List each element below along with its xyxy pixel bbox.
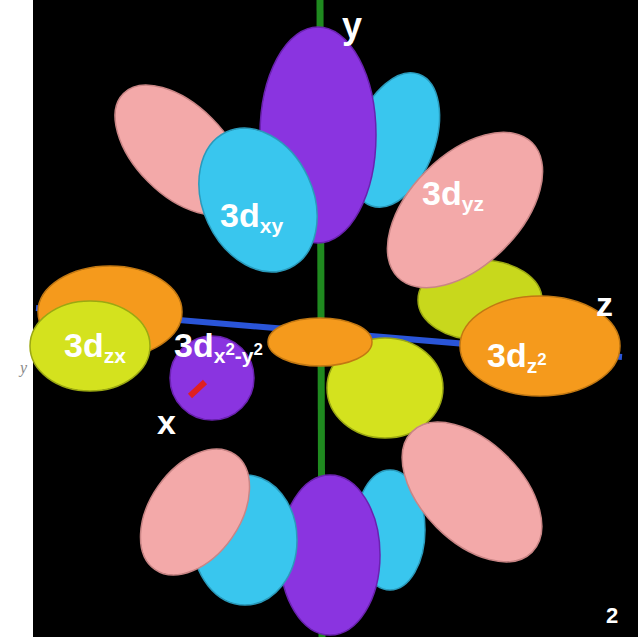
dz2-ring: [268, 318, 372, 366]
subscript: x2-y2: [214, 344, 263, 367]
subscript: zx: [104, 344, 126, 367]
text-part: 3d: [174, 326, 214, 364]
subscript: xy: [260, 214, 283, 237]
superscript: 2: [537, 350, 546, 369]
text-part: 3d: [64, 326, 104, 364]
dxy-lobe: [176, 109, 339, 291]
axis-label: z: [596, 287, 613, 321]
orbital-label: 3dxy: [220, 198, 283, 232]
orbital-label: 3dyz: [422, 176, 484, 210]
text-part: 3d: [220, 196, 260, 234]
orbital-label: 3dzx: [64, 328, 126, 362]
dzx-lobe: [30, 301, 150, 391]
text-part: 3d: [487, 336, 527, 374]
text-part: 3d: [422, 174, 462, 212]
stray-label: y: [20, 360, 27, 376]
dyz-lobe: [377, 397, 568, 588]
axis-label: x: [157, 405, 176, 439]
x-axis: [190, 382, 205, 396]
figure-number: 2: [606, 605, 618, 627]
superscript: 2: [254, 340, 263, 359]
orbital-label: 3dx2-y2: [174, 328, 263, 362]
dyz-lobe: [118, 429, 272, 595]
subscript: z2: [527, 354, 547, 377]
superscript: 2: [225, 340, 234, 359]
axis-label: y: [342, 8, 362, 44]
dyz-lobe: [359, 104, 571, 316]
subscript: yz: [462, 192, 484, 215]
orbital-label: 3dz2: [487, 338, 547, 372]
orbital-lobes: [30, 27, 620, 635]
